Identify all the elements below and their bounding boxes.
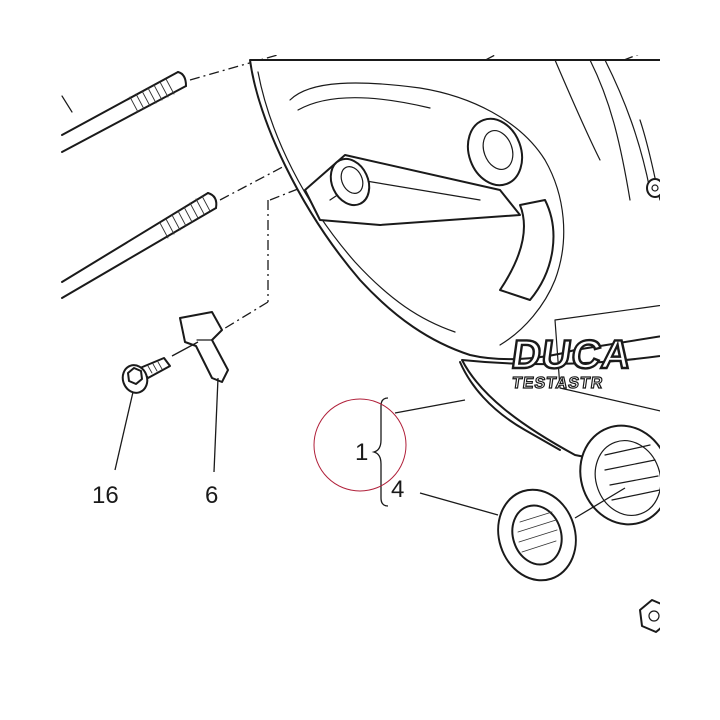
callout-16: 16 xyxy=(92,482,119,509)
clutch-cover: DUCA TESTASTR xyxy=(249,59,660,633)
leader-lines xyxy=(114,377,626,519)
callout-4: 4 xyxy=(391,476,404,503)
bracket-part-6 xyxy=(171,311,229,383)
group-brace xyxy=(371,397,389,507)
bolt-part-16 xyxy=(121,357,171,394)
stud-upper xyxy=(61,71,187,153)
brand-sub-text: TESTASTR xyxy=(511,374,605,392)
oil-seal-part-4 xyxy=(497,488,577,582)
brand-logo-text: DUCA xyxy=(509,332,635,377)
highlight-circle xyxy=(313,398,407,492)
callout-1: 1 xyxy=(355,439,368,466)
stud-lower xyxy=(61,192,218,299)
callout-6: 6 xyxy=(205,482,218,509)
